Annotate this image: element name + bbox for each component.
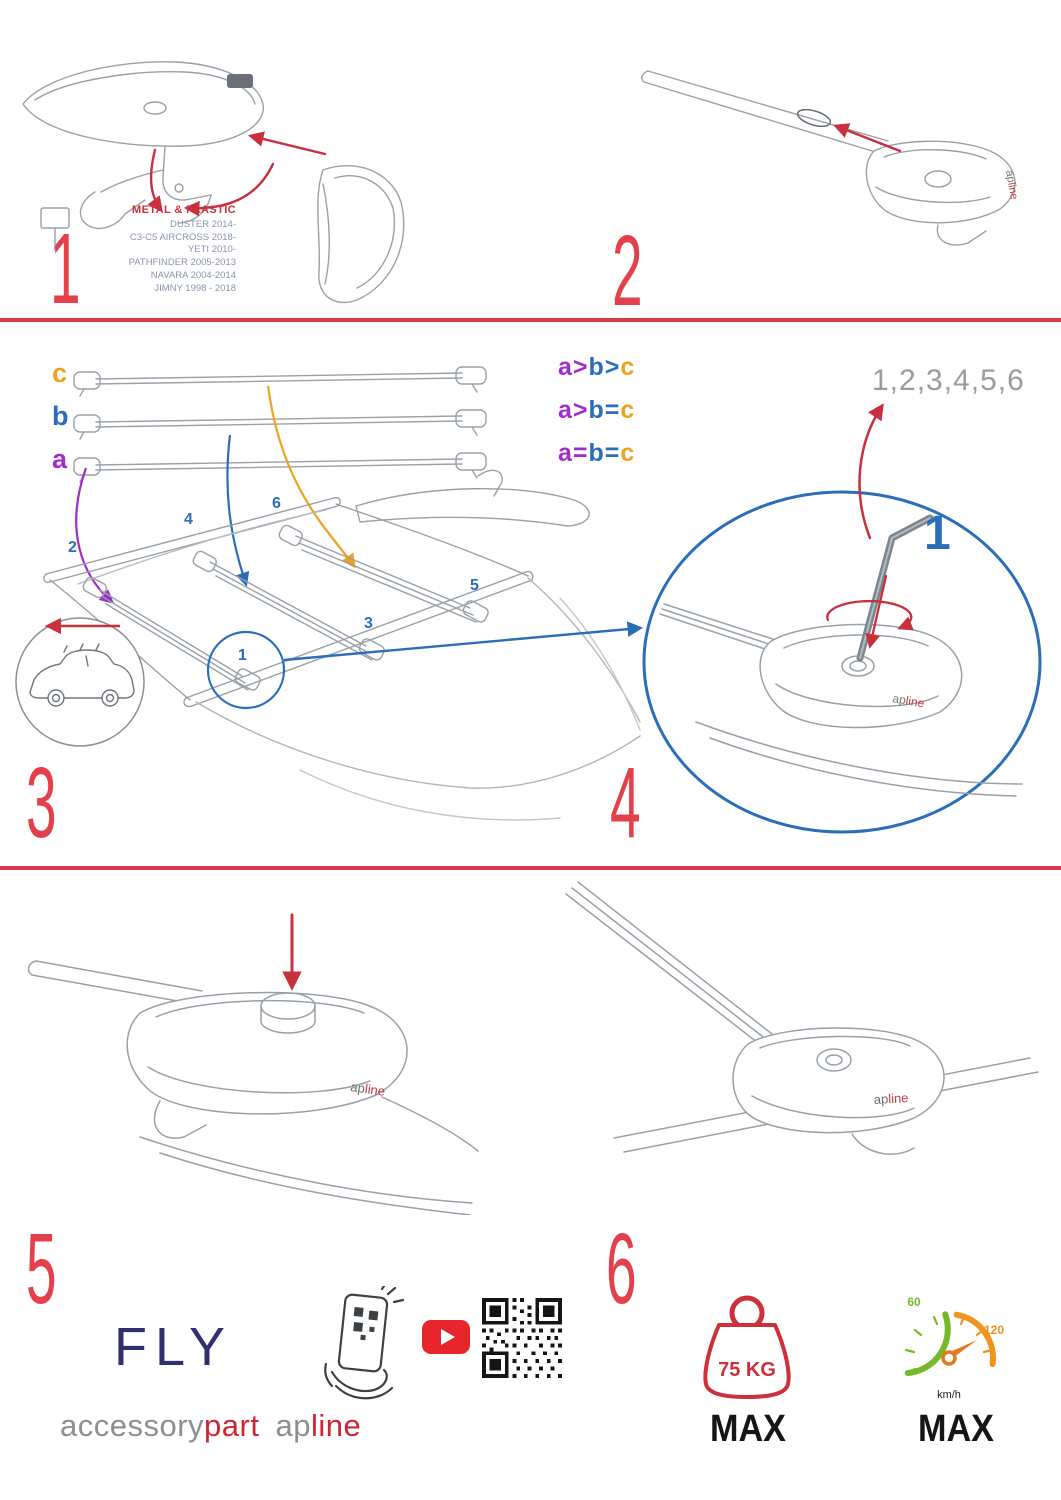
car-inset bbox=[15, 617, 145, 747]
mounted-foot-diagram: apline bbox=[565, 881, 1039, 1155]
guide-arrow-a bbox=[75, 467, 115, 604]
knob-press-diagram: apline bbox=[27, 913, 479, 1215]
roof-position-2: 2 bbox=[68, 539, 77, 556]
crossbar-b bbox=[73, 409, 487, 440]
phone-scan-icon bbox=[324, 1286, 405, 1400]
cover-to-bar-arrow bbox=[247, 131, 327, 156]
roof-position-1: 1 bbox=[238, 647, 247, 664]
model-line: YETI 2010- bbox=[187, 244, 236, 256]
step-number-4: 4 bbox=[610, 747, 641, 859]
speed-high-label: 120 bbox=[984, 1323, 1004, 1337]
speed-low-label: 60 bbox=[907, 1295, 921, 1309]
compatibility-block: METAL & PLASTIC DUSTER 2014- C3-C5 AIRCR… bbox=[58, 204, 236, 295]
zoom-leader-arrow bbox=[283, 621, 644, 662]
insert-arrow bbox=[833, 123, 902, 153]
weight-icon: 75 KG bbox=[703, 1295, 791, 1399]
crossbar-c bbox=[73, 366, 487, 397]
model-line: JIMNY 1998 - 2018 bbox=[154, 282, 236, 294]
formula-row-3: a=b=c bbox=[558, 439, 636, 467]
speed-unit-label: km/h bbox=[937, 1389, 961, 1401]
order-formulas: a>b>c a>b=c a=b=c bbox=[558, 353, 636, 483]
model-line: PATHFINDER 2005-2013 bbox=[128, 257, 236, 269]
apline-logo-text: apline bbox=[350, 1079, 386, 1099]
apline-logo-text: apline bbox=[891, 691, 925, 710]
apline-logo-text: apline bbox=[873, 1090, 908, 1107]
company-gray: accessory bbox=[60, 1408, 205, 1443]
sequence-text: 1,2,3,4,5,6 bbox=[872, 364, 1025, 397]
position-1-circle bbox=[206, 630, 286, 710]
roof-position-4: 4 bbox=[184, 511, 193, 528]
speed-max-label: MAX bbox=[918, 1408, 995, 1450]
apline-logo-text: apline bbox=[1003, 169, 1020, 200]
roof-position-3: 3 bbox=[364, 615, 373, 632]
model-list: DUSTER 2014- C3-C5 AIRCROSS 2018- YETI 2… bbox=[58, 219, 236, 295]
company-red: part bbox=[204, 1408, 260, 1443]
speedometer-icon: 60 120 km/h bbox=[904, 1295, 1004, 1401]
bar-label-a: a bbox=[52, 444, 68, 474]
brand2-gray: ap bbox=[275, 1408, 311, 1443]
formula-row-1: a>b>c bbox=[558, 353, 636, 381]
bar-label-b: b bbox=[52, 401, 69, 431]
roof-installation-diagram bbox=[15, 366, 644, 821]
step-number-6: 6 bbox=[606, 1213, 637, 1325]
divider-line bbox=[0, 866, 1061, 870]
zoom-detail-diagram: apline bbox=[642, 403, 1042, 834]
bar-label-c: c bbox=[52, 358, 68, 388]
crossbar-end-diagram: apline bbox=[641, 70, 1020, 246]
first-step-number: 1 bbox=[924, 507, 951, 560]
model-line: C3-C5 AIRCROSS 2018- bbox=[129, 231, 236, 243]
guide-arrow-b bbox=[226, 434, 250, 587]
logo-plate bbox=[227, 74, 253, 88]
zoom-circle bbox=[642, 490, 1042, 834]
material-label: METAL & PLASTIC bbox=[132, 204, 236, 216]
guide-arrow-c bbox=[266, 385, 356, 569]
model-line: NAVARA 2004-2014 bbox=[150, 269, 236, 281]
cover-to-clamp-arrow bbox=[183, 162, 275, 217]
divider-line bbox=[0, 318, 1061, 322]
formula-row-2: a>b=c bbox=[558, 396, 636, 424]
roof-position-5: 5 bbox=[470, 577, 479, 594]
step-number-2: 2 bbox=[612, 215, 643, 327]
qr-code bbox=[482, 1298, 562, 1378]
clamp-exploded-diagram bbox=[22, 61, 405, 304]
step-number-1: 1 bbox=[50, 213, 81, 325]
tighten-arrow bbox=[865, 574, 888, 649]
weight-max-label: MAX bbox=[710, 1408, 787, 1450]
brand-fly: FLY bbox=[114, 1317, 234, 1377]
crossbar-a bbox=[73, 452, 487, 483]
sequence-arrow bbox=[858, 403, 884, 540]
clamp-detail-arrow bbox=[147, 148, 163, 213]
roof-position-6: 6 bbox=[272, 495, 281, 512]
youtube-icon bbox=[422, 1320, 470, 1354]
step-number-3: 3 bbox=[26, 747, 57, 859]
weight-value: 75 KG bbox=[718, 1359, 776, 1381]
step-number-5: 5 bbox=[26, 1213, 57, 1325]
car-roof-drawing bbox=[43, 469, 641, 821]
brand2-red: line bbox=[310, 1408, 362, 1443]
model-line: DUSTER 2014- bbox=[170, 219, 236, 230]
